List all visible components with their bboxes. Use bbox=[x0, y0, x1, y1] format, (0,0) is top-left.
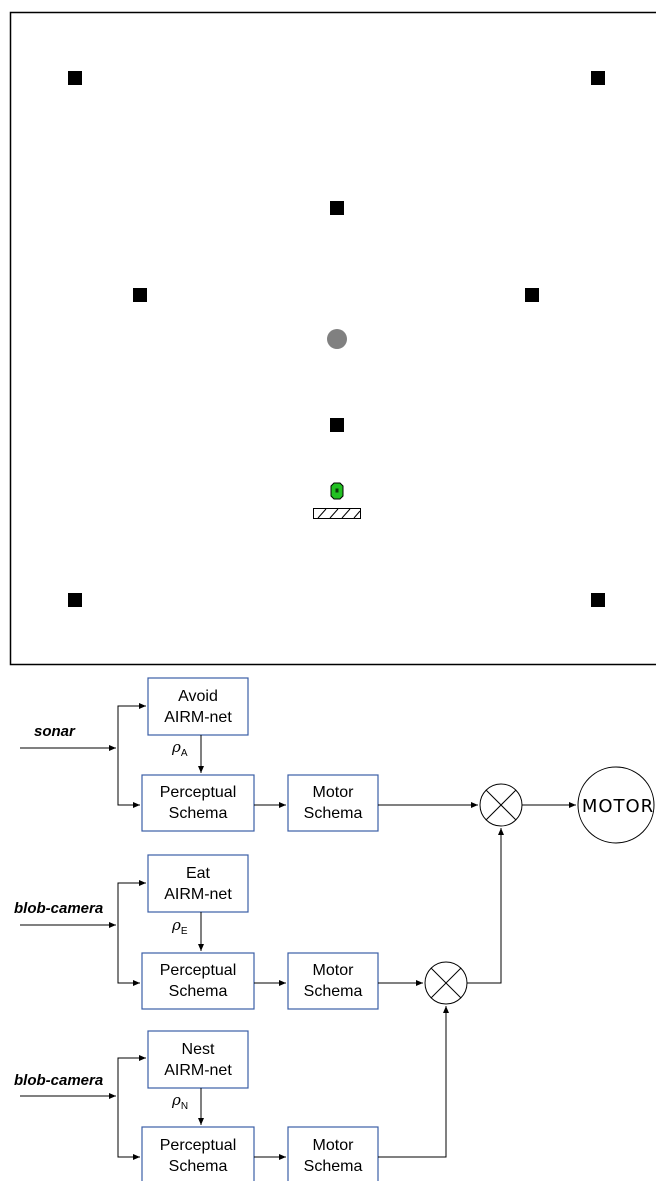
obstacle bbox=[330, 201, 344, 215]
svg-text:Avoid: Avoid bbox=[178, 688, 218, 705]
airm-net-eat-box: Eat AIRM-net bbox=[148, 855, 248, 912]
motor-schema-eat-box: Motor Schema bbox=[288, 953, 378, 1009]
svg-text:Schema: Schema bbox=[304, 983, 363, 1000]
svg-text:Perceptual: Perceptual bbox=[160, 962, 237, 979]
airm-net-avoid-box: Avoid AIRM-net bbox=[148, 678, 248, 735]
airm-net-nest-box: Nest AIRM-net bbox=[148, 1031, 248, 1088]
svg-text:AIRM-net: AIRM-net bbox=[164, 886, 232, 903]
svg-text:Schema: Schema bbox=[169, 983, 228, 1000]
rho-eat: ρE bbox=[171, 916, 188, 937]
svg-text:Motor: Motor bbox=[313, 1137, 355, 1154]
perceptual-schema-avoid-box: Perceptual Schema bbox=[142, 775, 254, 831]
perceptual-schema-nest-box: Perceptual Schema bbox=[142, 1127, 254, 1181]
svg-text:AIRM-net: AIRM-net bbox=[164, 1062, 232, 1079]
input-label-sonar: sonar bbox=[34, 723, 76, 740]
rho-avoid: ρA bbox=[171, 738, 188, 759]
obstacle bbox=[133, 288, 147, 302]
motor-output: MOTOR bbox=[578, 767, 654, 843]
svg-text:Perceptual: Perceptual bbox=[160, 784, 237, 801]
obstacle bbox=[330, 418, 344, 432]
svg-text:Eat: Eat bbox=[186, 865, 211, 882]
svg-text:Nest: Nest bbox=[182, 1041, 215, 1058]
svg-text:Schema: Schema bbox=[169, 805, 228, 822]
svg-text:Motor: Motor bbox=[313, 784, 355, 801]
summing-junction-top bbox=[480, 784, 522, 826]
svg-text:Schema: Schema bbox=[169, 1158, 228, 1175]
rho-nest: ρN bbox=[171, 1091, 188, 1112]
svg-text:Perceptual: Perceptual bbox=[160, 1137, 237, 1154]
svg-text:MOTOR: MOTOR bbox=[582, 796, 654, 817]
nest bbox=[314, 509, 361, 519]
architecture-diagram: sonar Avoid AIRM-net ρA Perceptual Schem… bbox=[0, 666, 656, 1181]
food-item bbox=[327, 329, 347, 349]
input-label-blob-camera-nest: blob-camera bbox=[14, 1072, 103, 1089]
arena-view bbox=[0, 0, 656, 666]
obstacle bbox=[525, 288, 539, 302]
obstacle bbox=[68, 71, 82, 85]
perceptual-schema-eat-box: Perceptual Schema bbox=[142, 953, 254, 1009]
obstacle bbox=[591, 71, 605, 85]
svg-text:Schema: Schema bbox=[304, 1158, 363, 1175]
svg-text:Motor: Motor bbox=[313, 962, 355, 979]
obstacle bbox=[68, 593, 82, 607]
motor-schema-nest-box: Motor Schema bbox=[288, 1127, 378, 1181]
input-label-blob-camera-eat: blob-camera bbox=[14, 900, 103, 917]
svg-text:AIRM-net: AIRM-net bbox=[164, 709, 232, 726]
motor-schema-avoid-box: Motor Schema bbox=[288, 775, 378, 831]
svg-text:Schema: Schema bbox=[304, 805, 363, 822]
obstacle bbox=[591, 593, 605, 607]
summing-junction-bottom bbox=[425, 962, 467, 1004]
robot bbox=[331, 483, 343, 499]
